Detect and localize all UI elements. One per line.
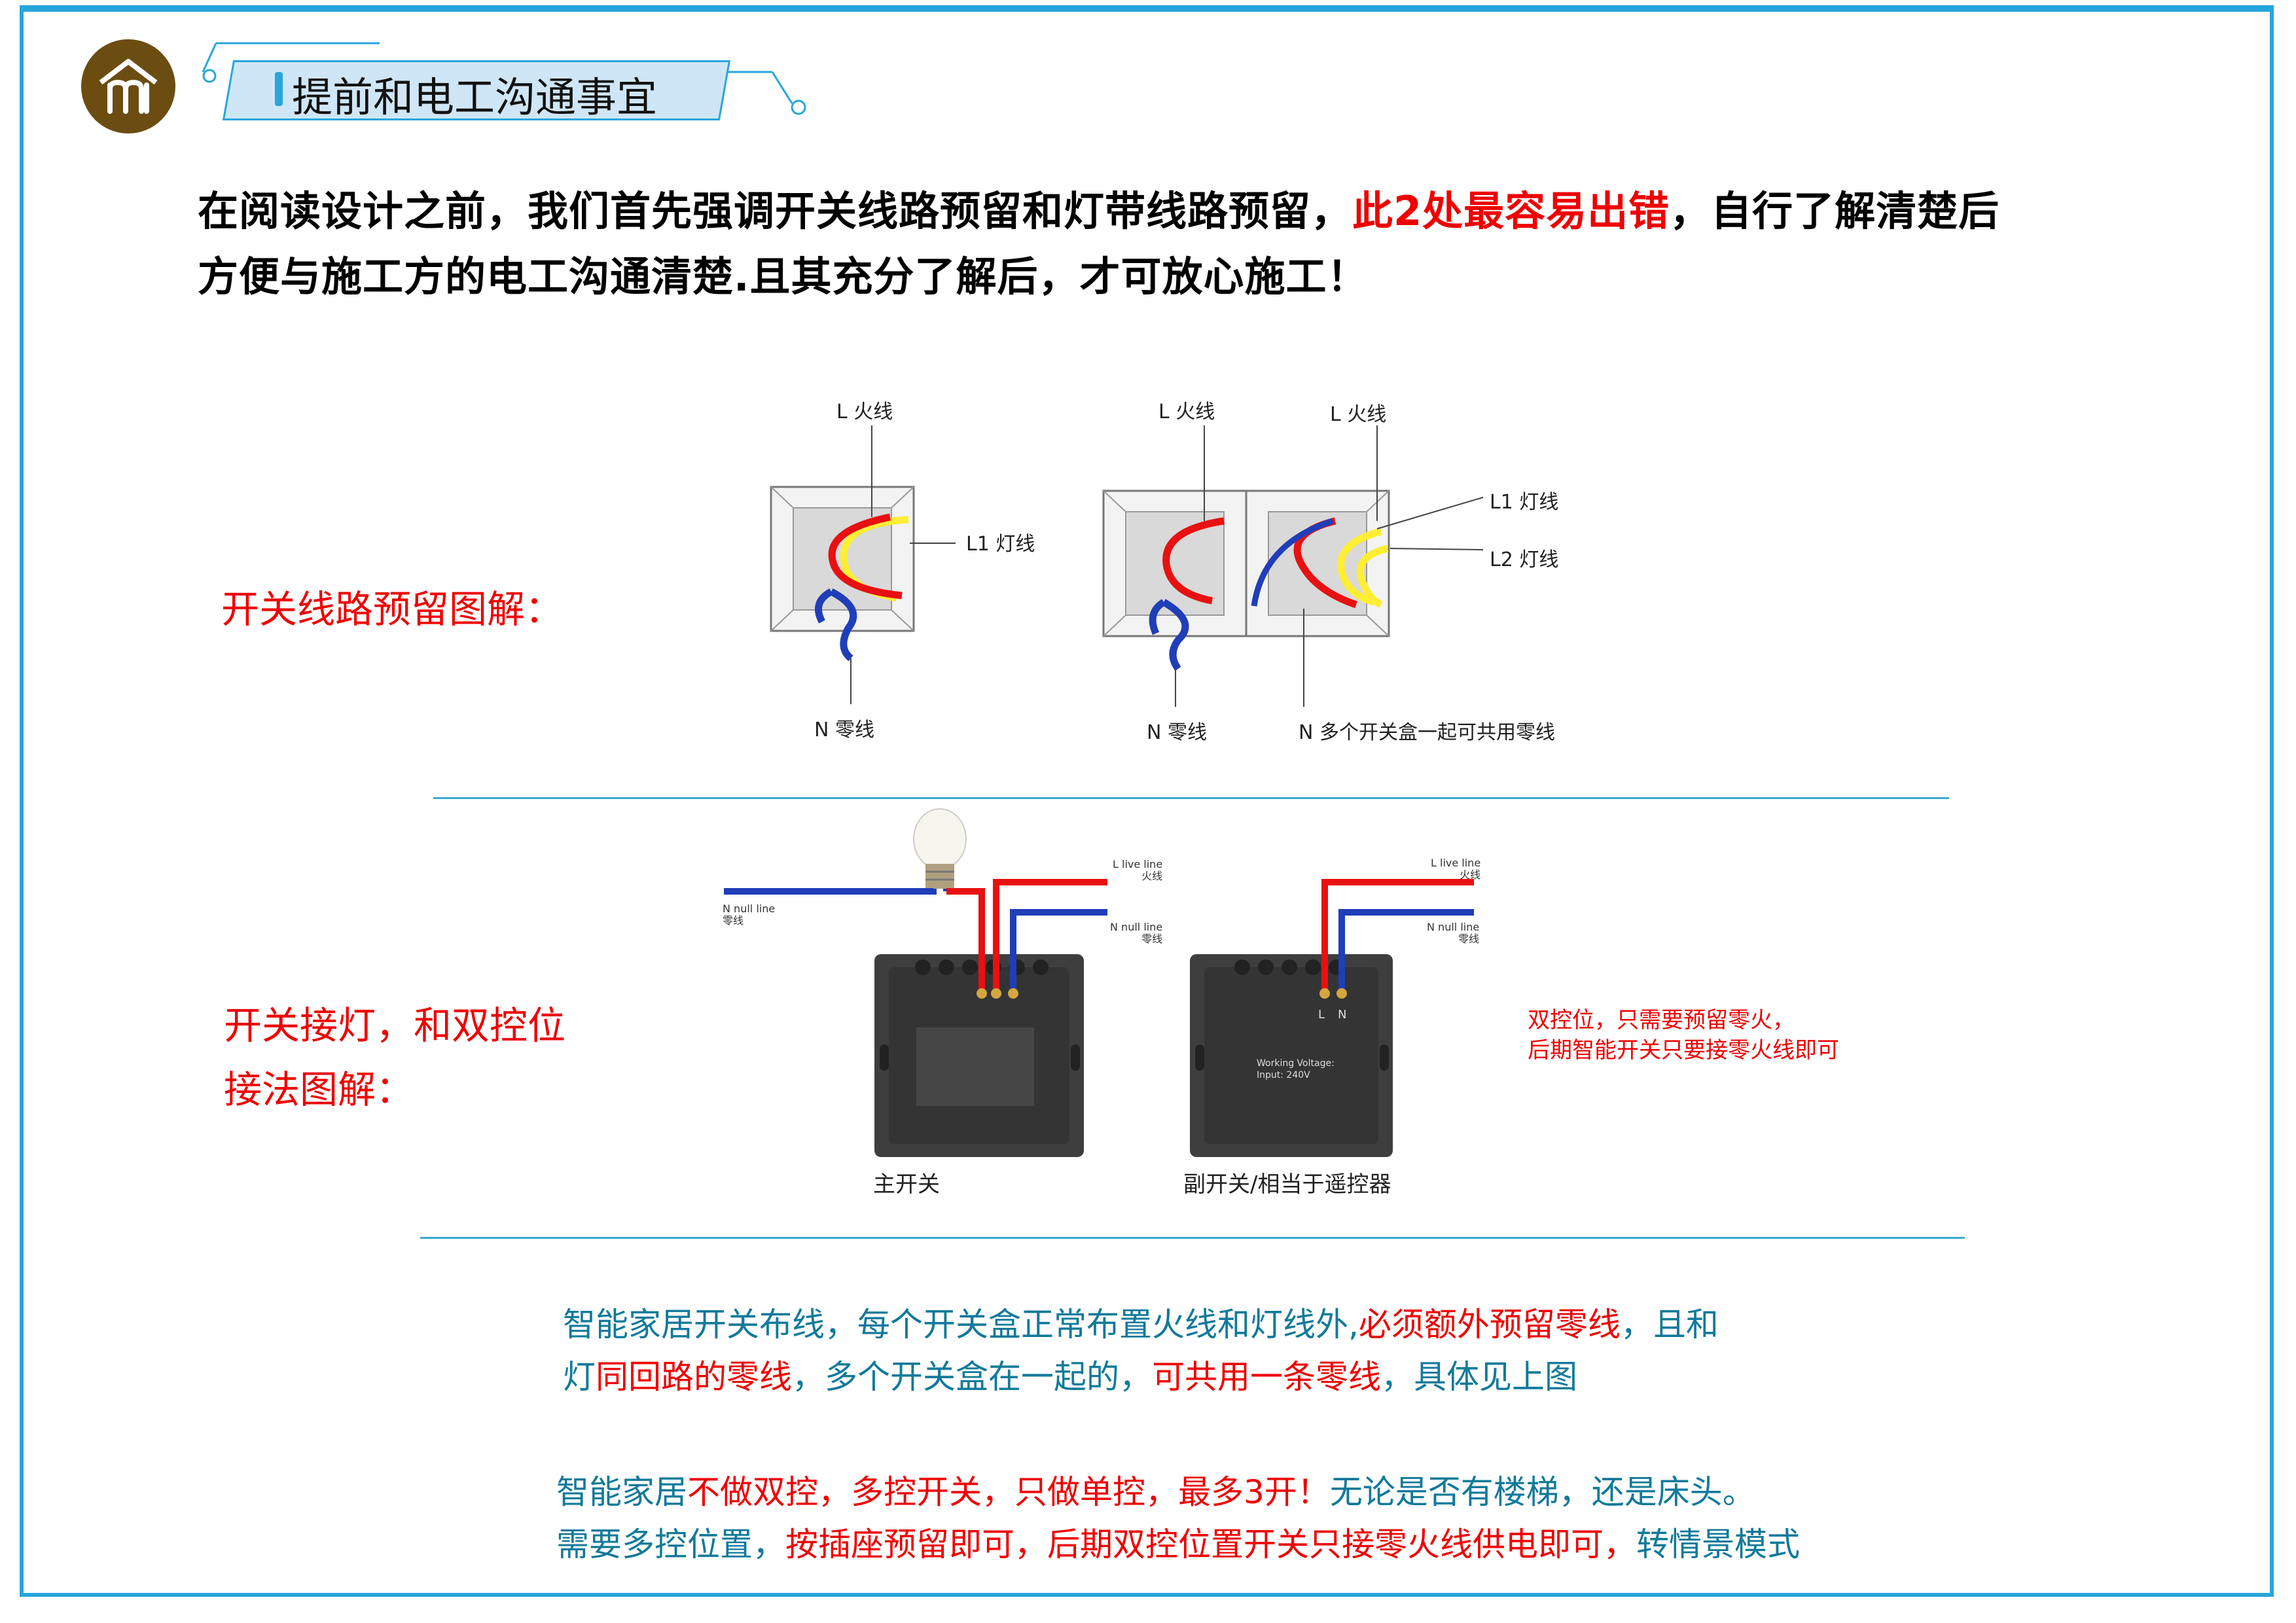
intro-line-1: 在阅读设计之前，我们首先强调开关线路预留和灯带线路预留，此2处最容易出错，自行了… [198, 187, 2000, 235]
page-title: 提前和电工沟通事宜 [292, 73, 658, 121]
note-paragraph-3: 智能家居不做双控，多控开关，只做单控，最多3开！无论是否有楼梯，还是床头。 [556, 1473, 1755, 1511]
divider-1 [433, 797, 1949, 799]
l1-lamp-label: L1 灯线 [966, 533, 1035, 556]
l1-lamp-label-double: L1 灯线 [1490, 491, 1559, 514]
note-paragraph-1: 智能家居开关布线，每个开关盒正常布置火线和灯线外,必须额外预留零线，且和 [563, 1306, 1719, 1344]
double-control-note: 双控位，只需要预留零火，后期智能开关只要接零火线即可 [1528, 1007, 1839, 1063]
note-paragraph-2: 灯同回路的零线，多个开关盒在一起的，可共用一条零线，具体见上图 [563, 1358, 1577, 1396]
intro-line-2: 方便与施工方的电工沟通清楚.且其充分了解后，才可放心施工！ [198, 253, 1369, 300]
terminal-l-label: L [1318, 1008, 1325, 1022]
working-voltage-label: Working Voltage:Input: 240V [1257, 1058, 1335, 1080]
section1-label: 开关线路预留图解： [221, 587, 564, 632]
section2-label-line1: 开关接灯，和双控位 [224, 1003, 566, 1048]
l-live-label-b: L 火线 [1330, 403, 1387, 426]
title-accent-bar [275, 72, 283, 106]
home-logo-icon [81, 39, 175, 134]
l-live-label-a: L 火线 [1158, 401, 1215, 423]
l-live-label: L 火线 [836, 401, 893, 423]
n-neutral-label-double: N 零线 [1147, 721, 1207, 744]
main-switch-caption: 主开关 [873, 1171, 940, 1198]
section2-label-line2: 接法图解： [224, 1067, 414, 1112]
divider-2 [420, 1237, 1965, 1239]
terminal-n-label: N [1338, 1008, 1347, 1022]
page-frame [20, 5, 2274, 1597]
n-shared-neutral-label: N 多个开关盒一起可共用零线 [1299, 721, 1555, 744]
l2-lamp-label: L2 灯线 [1490, 548, 1559, 571]
n-neutral-label: N 零线 [814, 719, 874, 741]
note-paragraph-4: 需要多控位置，按插座预留即可，后期双控位置开关只接零火线供电即可，转情景模式 [556, 1525, 1800, 1563]
sub-switch-caption: 副开关/相当于遥控器 [1183, 1171, 1391, 1198]
